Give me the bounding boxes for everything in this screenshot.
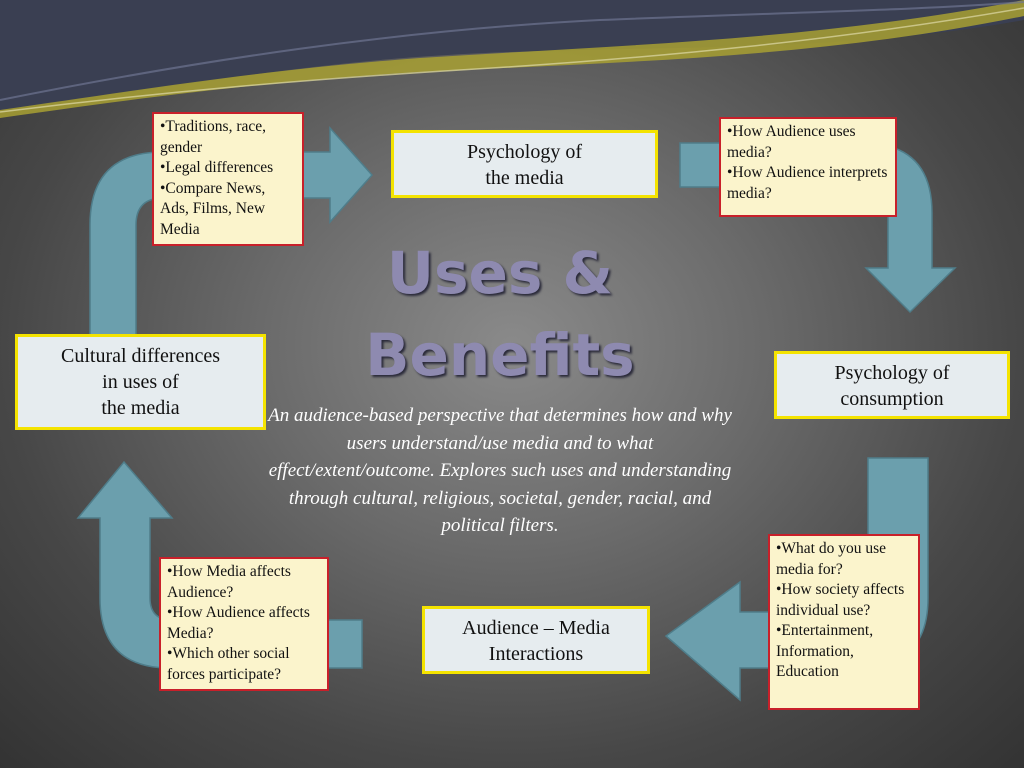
slide-title: Uses & Benefits [365, 239, 635, 389]
note-item: •How Audience affects Media? [167, 604, 310, 642]
note-cultural-factors: •Traditions, race, gender •Legal differe… [152, 112, 304, 246]
node-line: Cultural differences [60, 345, 220, 367]
note-item: •Legal differences [160, 159, 274, 176]
note-interaction-questions: •How Media affects Audience? •How Audien… [159, 557, 329, 691]
node-line: the media [485, 167, 564, 189]
node-psychology-of-consumption: Psychology of consumption [774, 351, 1010, 419]
note-item: •Compare News, Ads, Films, New Media [160, 179, 266, 238]
note-item: •How Audience uses media? [727, 123, 856, 161]
node-line: the media [101, 397, 180, 419]
arrow-audience-to-cultural [76, 460, 363, 669]
description-text: An audience-based perspective that deter… [268, 405, 732, 536]
node-audience-media-interactions: Audience – Media Interactions [422, 606, 650, 674]
note-item: •What do you use media for? [776, 540, 887, 578]
note-item: •How society affects individual use? [776, 581, 905, 619]
note-item: •Entertainment, Information, Education [776, 622, 874, 680]
node-line: in uses of [102, 371, 179, 393]
node-cultural-differences: Cultural differences in uses of the medi… [15, 334, 266, 430]
node-line: Psychology of [834, 362, 950, 384]
note-item: •Which other social forces participate? [167, 645, 290, 683]
node-line: Psychology of [467, 141, 582, 163]
node-line: Audience – Media [462, 617, 610, 639]
note-item: •Traditions, race, gender [160, 118, 267, 156]
note-audience-usage: •How Audience uses media? •How Audience … [719, 117, 897, 217]
node-psychology-of-media: Psychology of the media [391, 130, 658, 198]
node-line: Interactions [488, 643, 584, 665]
decorative-swoosh [0, 0, 1024, 118]
node-line: consumption [840, 388, 944, 410]
note-consumption-questions: •What do you use media for? •How society… [768, 534, 920, 710]
note-item: •How Audience interprets media? [727, 164, 888, 202]
note-item: •How Media affects Audience? [167, 563, 291, 601]
